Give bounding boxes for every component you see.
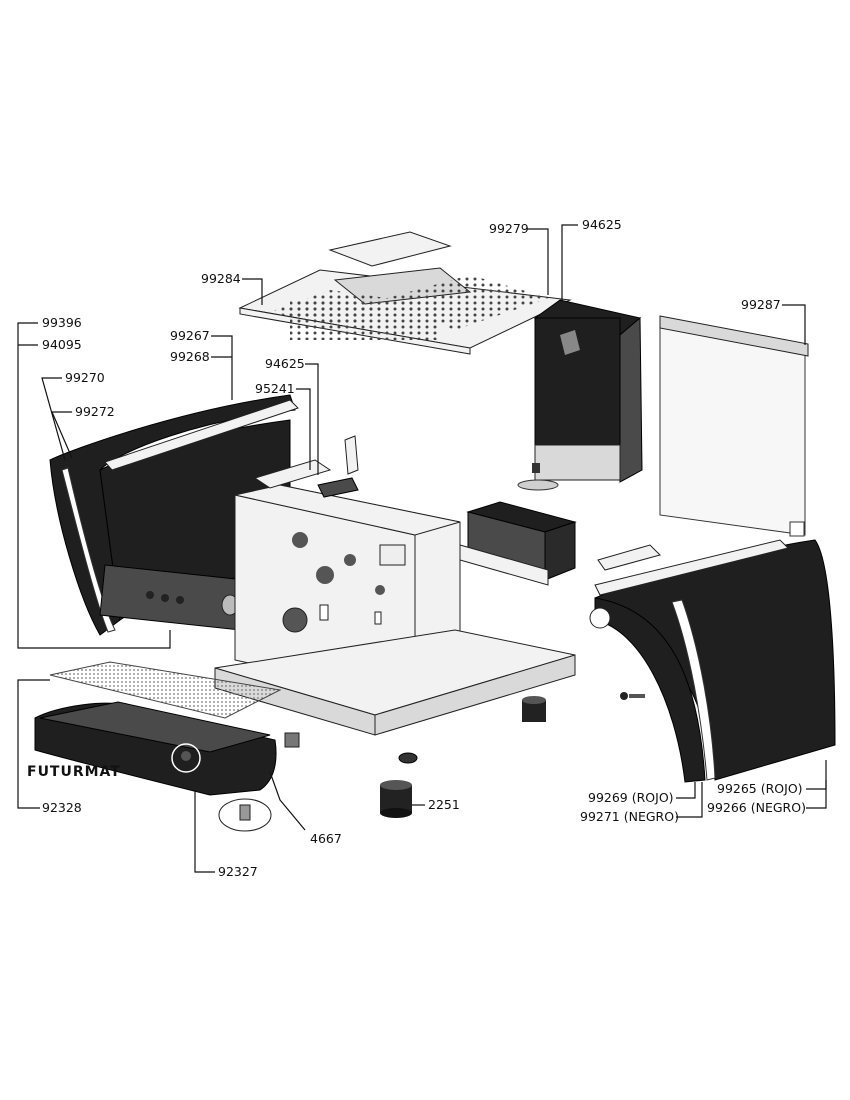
rubber-foot-2251 [380, 780, 412, 818]
label-99268: 99268 [170, 349, 210, 364]
label-99269: 99269 (ROJO) [588, 790, 674, 805]
label-94095: 94095 [42, 337, 82, 352]
drain-valve [218, 798, 272, 832]
top-plate-perforation-left [270, 290, 400, 328]
label-99267: 99267 [170, 328, 210, 343]
futurmat-logo: FUTURMAT [27, 764, 121, 780]
left-trim-rail [104, 399, 299, 471]
label-2251: 2251 [428, 797, 460, 812]
label-99272: 99272 [75, 404, 115, 419]
drip-tray [34, 701, 277, 796]
label-94625-mid: 94625 [265, 356, 305, 371]
label-99279: 99279 [489, 221, 529, 236]
top-small-lid [328, 231, 452, 267]
label-94625-top: 94625 [582, 217, 622, 232]
label-99265: 99265 (ROJO) [717, 781, 803, 796]
reservoir-box [466, 501, 577, 581]
leader-lines [17, 224, 827, 873]
label-99287: 99287 [741, 297, 781, 312]
front-control-panel [99, 564, 246, 631]
right-bracket [597, 544, 661, 571]
label-92327: 92327 [218, 864, 258, 879]
top-plate-perforation-right [380, 275, 550, 330]
base-foot-right-top [522, 696, 546, 704]
drip-tray-grate [49, 661, 282, 719]
base-foot-right [522, 700, 546, 722]
center-bracket [317, 477, 359, 498]
label-99270: 99270 [65, 370, 105, 385]
tank-valve [532, 463, 540, 473]
reservoir-bracket [459, 544, 549, 586]
right-panel-trim [594, 539, 789, 596]
back-glass-panel [659, 315, 809, 537]
side-screw [620, 692, 645, 700]
label-99284: 99284 [201, 271, 241, 286]
label-99396: 99396 [42, 315, 82, 330]
label-99266: 99266 (NEGRO) [707, 800, 806, 815]
nut [398, 752, 418, 764]
label-95241: 95241 [255, 381, 295, 396]
drain-pipe-connector [284, 732, 300, 748]
water-tank [533, 299, 643, 483]
top-bracket [253, 459, 332, 489]
right-side-panel [589, 539, 836, 783]
label-99271: 99271 (NEGRO) [580, 809, 679, 824]
base-plate-side [374, 654, 576, 736]
label-4667: 4667 [310, 831, 342, 846]
small-bracket-94625 [344, 435, 359, 475]
label-92328: 92328 [42, 800, 82, 815]
tank-seal-disc [517, 479, 559, 491]
